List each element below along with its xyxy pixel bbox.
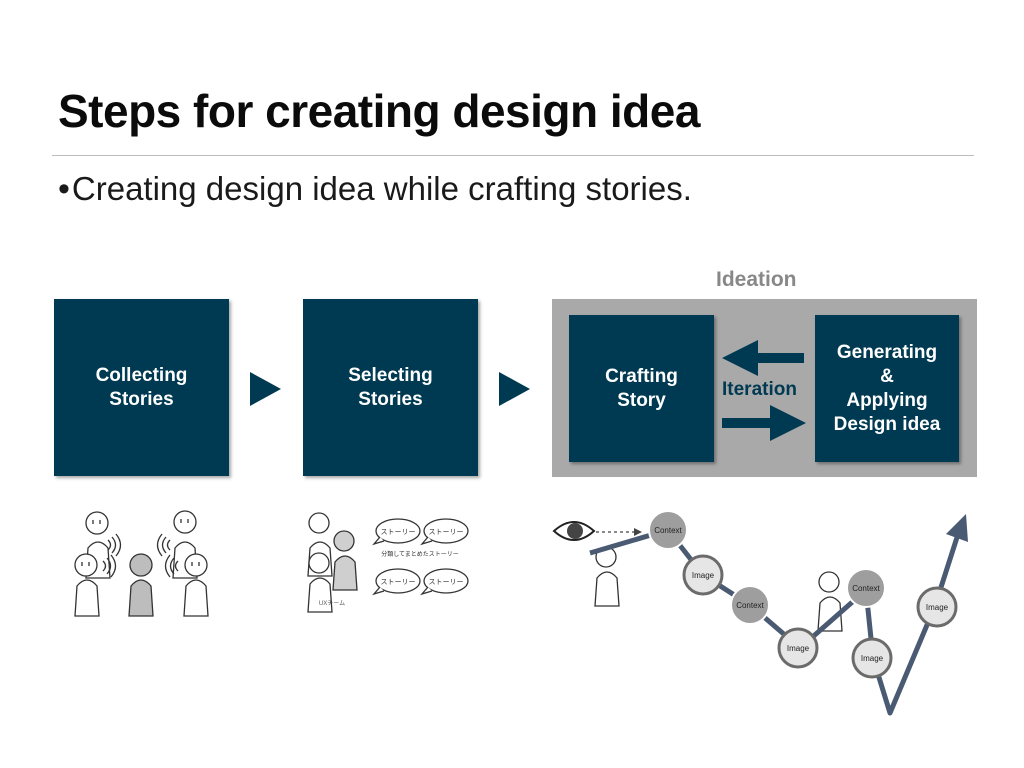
slide-title: Steps for creating design idea	[58, 85, 700, 137]
person-icon	[307, 552, 333, 613]
node-label: Image	[861, 654, 884, 663]
speech-bubble-icon	[420, 568, 469, 596]
person-icon	[74, 553, 100, 617]
person-icon	[594, 546, 620, 607]
speech-bubble-icon	[372, 518, 421, 546]
path-node-image	[916, 586, 958, 628]
dashed-arrow-icon	[596, 528, 642, 536]
step-generating-applying-design-idea: Generating & Applying Design idea	[815, 315, 959, 462]
person-icon	[128, 553, 154, 617]
speech-bubble-icon	[420, 518, 469, 546]
bullet-text: Creating design idea while crafting stor…	[71, 170, 692, 207]
bubble-label: ストーリー	[429, 578, 464, 586]
path-node-context	[648, 510, 688, 550]
path-node-image	[682, 554, 724, 596]
bullet-dot-icon: •	[58, 170, 70, 208]
arrow-right-icon	[250, 372, 281, 406]
step-crafting-story: Crafting Story	[569, 315, 714, 462]
bubble-label: ストーリー	[381, 528, 416, 536]
summary-label: 分類してまとめたストーリー	[381, 550, 459, 558]
ideation-label: Ideation	[716, 268, 797, 291]
path-node-context	[846, 568, 886, 608]
people-selecting-stories	[307, 512, 469, 613]
step-collecting-stories: Collecting Stories	[54, 299, 229, 476]
path-node-image	[851, 637, 893, 679]
iteration-right-arrow-icon	[722, 405, 806, 441]
node-label: Image	[926, 603, 949, 612]
speech-bubble-icon	[372, 568, 421, 596]
title-divider	[52, 155, 974, 156]
person-icon	[817, 571, 843, 632]
step-selecting-stories: Selecting Stories	[303, 299, 478, 476]
path-node-image	[777, 627, 819, 669]
people-collecting-stories	[74, 510, 209, 617]
person-icon	[332, 530, 358, 591]
bullet-point: •Creating design idea while crafting sto…	[58, 170, 692, 209]
path-node-context	[730, 585, 770, 625]
eye-icon	[552, 521, 596, 541]
bubble-label: ストーリー	[429, 528, 464, 536]
iteration-label: Iteration	[722, 379, 797, 400]
node-label: Image	[787, 644, 810, 653]
bubble-label: ストーリー	[381, 578, 416, 586]
node-label: Context	[736, 601, 764, 610]
node-label: Context	[852, 584, 880, 593]
node-label: Context	[654, 526, 682, 535]
story-path	[589, 514, 968, 716]
node-label: Image	[692, 571, 715, 580]
team-label: UXチーム	[319, 600, 345, 607]
arrow-right-icon	[499, 372, 530, 406]
iteration-left-arrow-icon	[722, 340, 804, 376]
person-icon	[183, 553, 209, 617]
